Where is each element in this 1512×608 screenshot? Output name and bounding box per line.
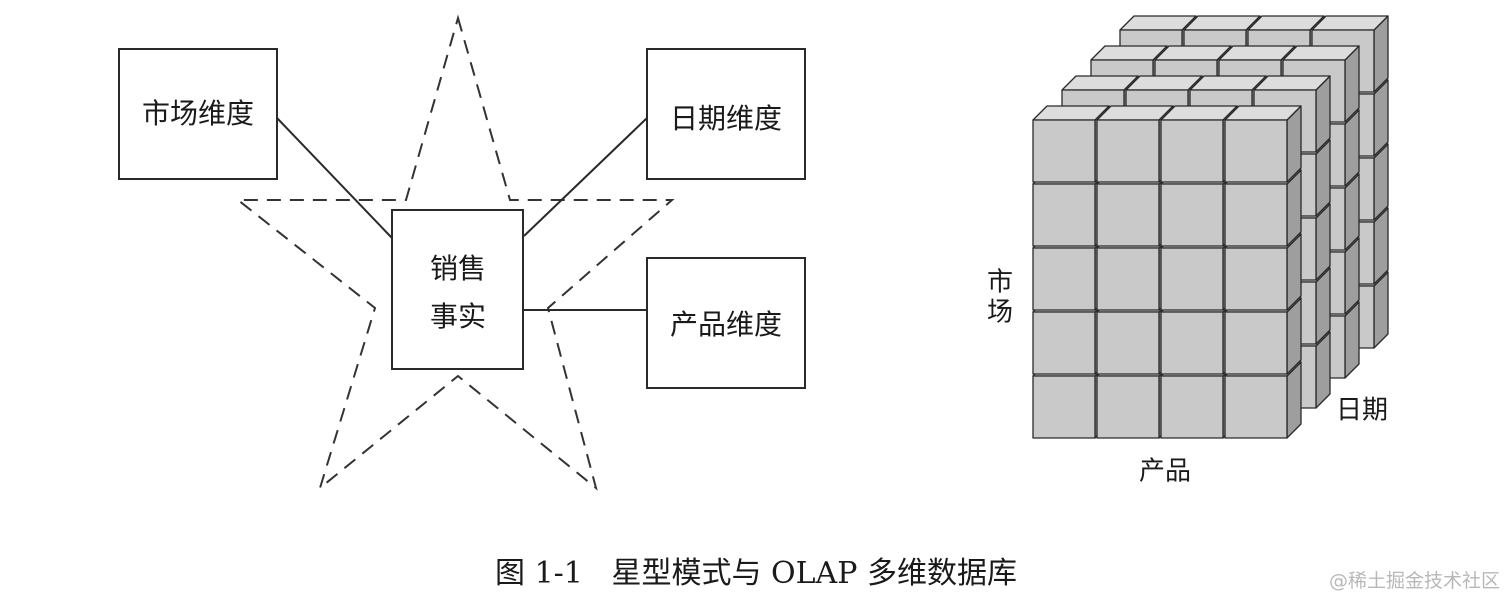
cube-cell-front (1224, 375, 1288, 439)
cube-cell-front (1096, 311, 1160, 375)
product-dimension-box: 产品维度 (646, 257, 806, 389)
product-dimension-label: 产品维度 (670, 308, 782, 341)
cube-cell-top (1154, 45, 1232, 61)
watermark: @稀土掘金技术社区 (1328, 570, 1500, 592)
cube-cell-top (1125, 75, 1203, 91)
sales-fact-box: 销售 事实 (391, 209, 524, 370)
cube-cell-top (1183, 15, 1261, 31)
cube-cell-front (1160, 119, 1224, 183)
axis-label-market-2: 场 (987, 298, 1013, 328)
cube-cell-top (1224, 105, 1302, 121)
date-dimension-box: 日期维度 (646, 48, 806, 180)
connector-market (276, 117, 393, 239)
cube-cell-front (1032, 311, 1096, 375)
axis-label-date: 日期 (1336, 396, 1388, 426)
cube-cell-top (1218, 45, 1296, 61)
cube-cell-front (1160, 183, 1224, 247)
cube-cell-top (1096, 105, 1174, 121)
axis-label-product: 产品 (1139, 457, 1191, 487)
cube-cell-front (1160, 311, 1224, 375)
cube-cell-front (1224, 247, 1288, 311)
cube-cell-front (1096, 183, 1160, 247)
cube-cell-front (1160, 247, 1224, 311)
connector-date (523, 117, 648, 237)
cube-cell-top (1090, 45, 1168, 61)
cube-cell-front (1224, 119, 1288, 183)
cube-cell-top (1160, 105, 1238, 121)
cube-cell-front (1224, 183, 1288, 247)
axis-label-market-1: 市 (987, 268, 1013, 298)
dashed-star-outline (235, 14, 675, 491)
cube-cell-front (1224, 311, 1288, 375)
cube-cell-front (1160, 375, 1224, 439)
cube-cell-top (1311, 15, 1389, 31)
cube-cell-top (1061, 75, 1139, 91)
olap-cube (1032, 15, 1389, 439)
cube-cell-top (1282, 45, 1360, 61)
cube-cell-front (1096, 375, 1160, 439)
sales-fact-label-line2: 事实 (430, 300, 486, 333)
market-dimension-box: 市场维度 (118, 48, 278, 180)
cube-cell-top (1119, 15, 1197, 31)
market-dimension-label: 市场维度 (142, 97, 254, 130)
star-schema: 市场维度 日期维度 产品维度 销售 事实 (118, 14, 806, 491)
cube-cell-top (1189, 75, 1267, 91)
cube-cell-front (1096, 119, 1160, 183)
figure-caption: 图 1-1 星型模式与 OLAP 多维数据库 (495, 556, 1017, 591)
cube-cell-top (1247, 15, 1325, 31)
cube-cell-front (1032, 119, 1096, 183)
cube-cell-front (1032, 183, 1096, 247)
cube-cell-front (1096, 247, 1160, 311)
cube-cell-top (1032, 105, 1110, 121)
cube-cell-front (1032, 247, 1096, 311)
cube-cell-front (1032, 375, 1096, 439)
date-dimension-label: 日期维度 (670, 102, 782, 135)
cube-cell-top (1253, 75, 1331, 91)
sales-fact-label-line1: 销售 (430, 252, 486, 285)
